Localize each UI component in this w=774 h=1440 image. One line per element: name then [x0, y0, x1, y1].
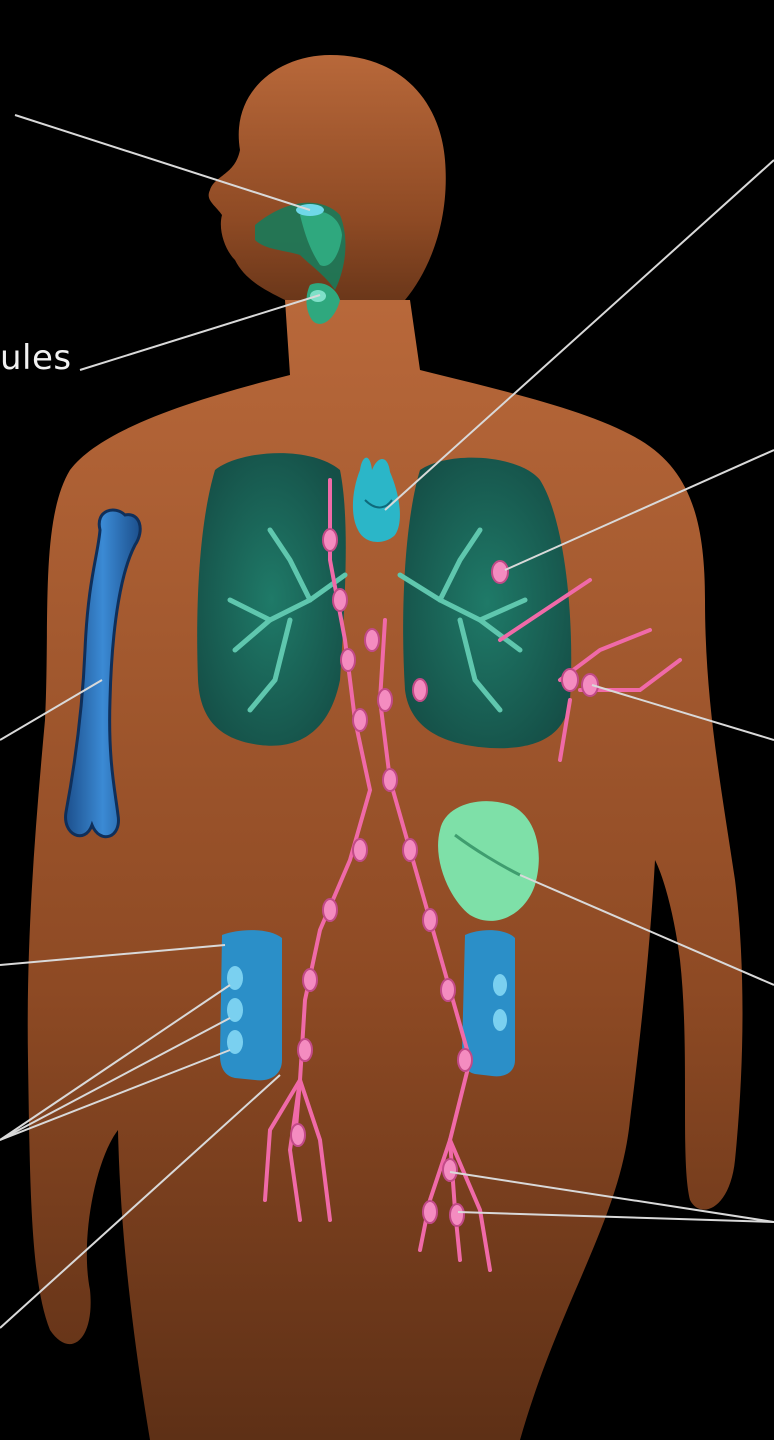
- tonsil-label: ules: [0, 338, 72, 378]
- tonsil-leader-line: [80, 295, 320, 370]
